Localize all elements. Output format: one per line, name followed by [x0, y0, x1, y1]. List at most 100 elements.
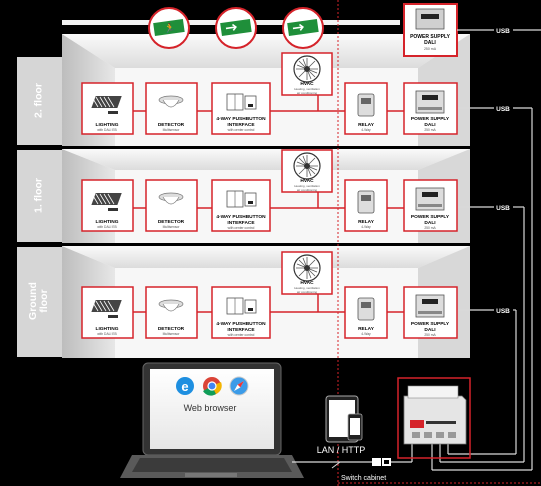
svg-text:250 mA: 250 mA	[424, 47, 437, 51]
floor-label-ground: Ground floor	[27, 267, 50, 335]
fan-icon	[293, 254, 321, 282]
svg-text:DALI: DALI	[424, 40, 436, 46]
gateway-icon	[403, 385, 467, 445]
svg-text:250 mA: 250 mA	[424, 128, 436, 132]
emergency-exit-icon: 🏃	[164, 22, 175, 33]
svg-text:DALI: DALI	[424, 220, 436, 226]
device-pushbutton: 4-WAY PUSHBUTTON INTERFACE with center c…	[211, 179, 271, 232]
pushbutton-icon	[226, 190, 257, 208]
svg-text:INTERFACE: INTERFACE	[227, 122, 255, 128]
svg-text:LIGHTING: LIGHTING	[96, 219, 119, 225]
svg-text:250 mA: 250 mA	[424, 333, 436, 337]
fan-icon	[293, 152, 321, 180]
ethernet-plug-icon	[372, 458, 391, 466]
power-supply-top: POWER SUPPLY DALI 250 mA	[403, 3, 458, 57]
device-pushbutton: 4-WAY PUSHBUTTON INTERFACE with center c…	[211, 286, 271, 339]
exit-sign-3	[282, 7, 324, 49]
device-power-supply: POWER SUPPLY DALI 250 mA	[403, 286, 458, 339]
svg-text:DETECTOR: DETECTOR	[158, 219, 185, 225]
pushbutton-icon	[226, 93, 257, 111]
floor-label-1: 1. floor	[32, 178, 45, 214]
svg-text:with DALI EB: with DALI EB	[97, 225, 117, 229]
device-detector: DETECTOR Multisensor	[145, 179, 198, 232]
usb-label: USB	[496, 106, 510, 113]
svg-text:4-WAY PUSHBUTTON: 4-WAY PUSHBUTTON	[216, 116, 266, 122]
chrome-browser-icon	[203, 377, 222, 396]
lan-slash	[331, 461, 341, 469]
svg-text:e: e	[181, 379, 188, 394]
device-power-supply: POWER SUPPLY DALI 250 mA	[403, 179, 458, 232]
device-lighting: LIGHTING with DALI EB	[81, 179, 134, 232]
laptop-icon: e	[120, 362, 304, 478]
svg-text:HVAC: HVAC	[300, 81, 314, 87]
exit-sign-1: 🏃	[148, 7, 190, 49]
svg-text:DALI: DALI	[424, 327, 436, 333]
svg-text:POWER SUPPLY: POWER SUPPLY	[411, 116, 450, 122]
power-supply-icon	[415, 187, 445, 211]
svg-text:INTERFACE: INTERFACE	[227, 327, 255, 333]
svg-text:Heating, ventilation: Heating, ventilation	[294, 87, 320, 91]
svg-text:4-Way: 4-Way	[361, 128, 371, 132]
svg-text:Multisensor: Multisensor	[163, 128, 181, 132]
svg-text:LIGHTING: LIGHTING	[96, 122, 119, 128]
device-hvac: HVAC Heating, ventilation air conditioni…	[281, 251, 333, 295]
svg-text:air conditioning: air conditioning	[297, 188, 318, 192]
svg-text:with center control: with center control	[228, 333, 255, 337]
ground-floor-devices: LIGHTING with DALI EB DETECTOR Multisens…	[81, 251, 458, 339]
svg-text:4-Way: 4-Way	[361, 225, 371, 229]
svg-text:RELAY: RELAY	[358, 122, 375, 128]
svg-text:with DALI EB: with DALI EB	[97, 332, 117, 336]
floor-1-devices: LIGHTING with DALI EB DETECTOR Multisens…	[81, 149, 458, 232]
usb-label: USB	[496, 28, 510, 35]
svg-text:4-WAY PUSHBUTTON: 4-WAY PUSHBUTTON	[216, 214, 266, 220]
svg-text:with DALI EB: with DALI EB	[97, 128, 117, 132]
floor-2-devices: LIGHTING with DALI EB DETECTOR Multisens…	[81, 52, 458, 135]
relay-icon	[357, 93, 375, 117]
device-power-supply: POWER SUPPLY DALI 250 mA	[403, 82, 458, 135]
svg-text:POWER SUPPLY: POWER SUPPLY	[411, 321, 450, 327]
relay-icon	[357, 297, 375, 321]
floor-label-2: 2. floor	[32, 83, 45, 119]
svg-text:INTERFACE: INTERFACE	[227, 220, 255, 226]
svg-text:250 mA: 250 mA	[424, 226, 436, 230]
svg-text:Heating, ventilation: Heating, ventilation	[294, 286, 320, 290]
svg-text:DETECTOR: DETECTOR	[158, 326, 185, 332]
svg-text:DETECTOR: DETECTOR	[158, 122, 185, 128]
power-supply-icon	[415, 294, 445, 318]
floor-tab-ground	[17, 247, 62, 357]
svg-text:with center control: with center control	[228, 226, 255, 230]
device-hvac: HVAC Heating, ventilation air conditioni…	[281, 149, 333, 193]
svg-text:DALI: DALI	[424, 122, 436, 128]
svg-text:Heating, ventilation: Heating, ventilation	[294, 184, 320, 188]
svg-text:air conditioning: air conditioning	[297, 290, 318, 294]
device-relay: RELAY 4-Way	[344, 286, 388, 339]
exit-arrow-icon	[225, 23, 237, 31]
pushbutton-icon	[226, 297, 257, 315]
svg-text:RELAY: RELAY	[358, 326, 375, 332]
exit-sign-2	[215, 7, 257, 49]
svg-text:air conditioning: air conditioning	[297, 91, 318, 95]
svg-text:RELAY: RELAY	[358, 219, 375, 225]
device-pushbutton: 4-WAY PUSHBUTTON INTERFACE with center c…	[211, 82, 271, 135]
device-detector: DETECTOR Multisensor	[145, 82, 198, 135]
svg-text:HVAC: HVAC	[300, 178, 314, 184]
floor-label-ground-line2: floor	[38, 289, 50, 313]
device-relay: RELAY 4-Way	[344, 82, 388, 135]
floor-tab-2	[17, 57, 62, 145]
svg-text:LIGHTING: LIGHTING	[96, 326, 119, 332]
device-detector: DETECTOR Multisensor	[145, 286, 198, 339]
svg-text:4-WAY PUSHBUTTON: 4-WAY PUSHBUTTON	[216, 321, 266, 327]
power-supply-icon	[415, 90, 445, 114]
fan-icon	[293, 55, 321, 83]
svg-text:Multisensor: Multisensor	[163, 225, 181, 229]
web-browser-label: Web browser	[183, 403, 237, 413]
svg-text:HVAC: HVAC	[300, 280, 314, 286]
device-lighting: LIGHTING with DALI EB	[81, 286, 134, 339]
lan-http-label: LAN / HTTP	[316, 445, 366, 455]
exit-arrow-icon	[292, 23, 304, 31]
svg-text:POWER SUPPLY: POWER SUPPLY	[410, 34, 450, 40]
svg-text:Multisensor: Multisensor	[163, 332, 181, 336]
device-hvac: HVAC Heating, ventilation air conditioni…	[281, 52, 333, 96]
device-relay: RELAY 4-Way	[344, 179, 388, 232]
